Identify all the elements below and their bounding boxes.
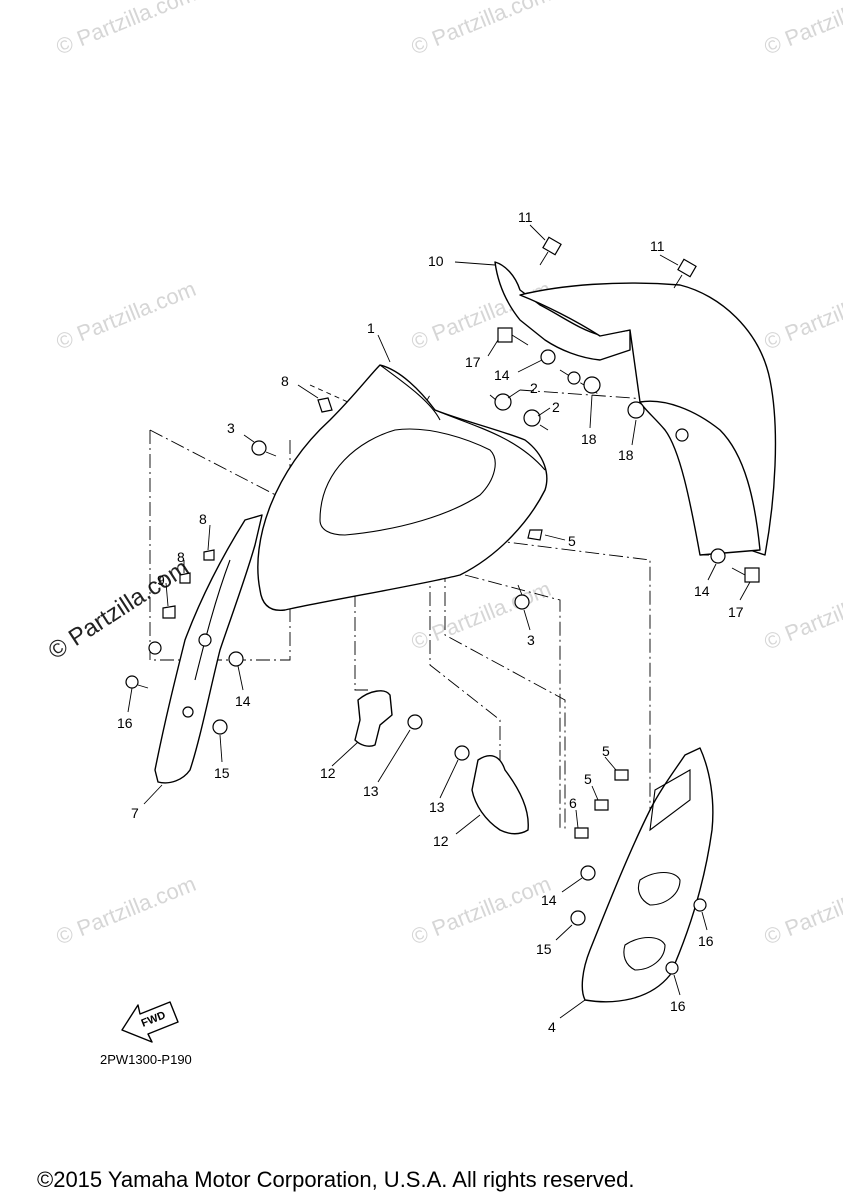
grommet-14d <box>228 651 244 667</box>
clip-8 <box>317 397 333 413</box>
callout-15b: 15 <box>536 941 552 957</box>
grommet-14e <box>580 865 596 881</box>
fwd-arrow: FWD <box>121 1001 179 1043</box>
callouts: 1 2 2 3 3 4 5 5 5 6 7 8 8 8 9 10 11 11 1… <box>117 209 744 1035</box>
diagram-code: 2PW1300-P190 <box>100 1052 192 1067</box>
callout-3: 3 <box>227 420 235 436</box>
copyright-text: ©2015 Yamaha Motor Corporation, U.S.A. A… <box>37 1167 634 1192</box>
watermark: © Partzilla.com <box>408 871 555 950</box>
watermark: © Partzilla.com <box>53 0 200 60</box>
callout-18b: 18 <box>618 447 634 463</box>
watermark: © Partzilla.com <box>408 0 555 60</box>
clip-8c <box>179 572 191 584</box>
fender-stay <box>494 261 777 556</box>
callout-7: 7 <box>131 805 139 821</box>
grommet-14c <box>710 548 726 564</box>
callout-2: 2 <box>530 380 538 396</box>
callout-11b: 11 <box>650 238 665 254</box>
callout-8c: 8 <box>177 549 185 565</box>
front-fender <box>257 364 548 612</box>
collar-15 <box>212 719 228 735</box>
bolt-16b <box>125 675 149 689</box>
bracket-parts <box>354 690 529 835</box>
bolt-2 <box>489 393 512 411</box>
callout-12: 12 <box>320 765 336 781</box>
callout-9: 9 <box>157 572 165 588</box>
callout-2b: 2 <box>552 399 560 415</box>
bolt-13 <box>407 714 423 730</box>
callout-13b: 13 <box>429 799 445 815</box>
callout-3b: 3 <box>527 632 535 648</box>
bolt-11 <box>539 236 562 266</box>
watermark: © Partzilla.com <box>761 0 843 60</box>
left-side-cover <box>154 514 263 784</box>
clip-8b <box>203 549 215 561</box>
watermark: © Partzilla.com <box>761 276 843 355</box>
right-side-cover <box>581 747 714 1003</box>
bolt-16c <box>693 898 707 912</box>
collar-14b <box>675 428 689 442</box>
clip-9 <box>162 605 176 619</box>
nut-18 <box>583 376 601 394</box>
bolt-3b <box>514 584 530 610</box>
callout-17: 17 <box>465 354 481 370</box>
clip-5 <box>527 529 543 541</box>
bolt-11b <box>673 258 697 289</box>
nut-18b <box>627 401 645 419</box>
callout-8: 8 <box>281 373 289 389</box>
callout-1: 1 <box>367 320 375 336</box>
callout-16c: 16 <box>670 998 686 1014</box>
callout-14c: 14 <box>694 583 710 599</box>
bolt-13b <box>454 745 470 761</box>
callout-18: 18 <box>581 431 597 447</box>
callout-10: 10 <box>428 253 444 269</box>
watermark: © Partzilla.com <box>761 871 843 950</box>
clip-6 <box>574 827 589 839</box>
collar-14 <box>567 371 581 385</box>
grommet-14 <box>540 349 556 365</box>
bolt-17b <box>731 567 760 583</box>
watermark: © Partzilla.com <box>53 276 200 355</box>
hardware <box>125 236 760 975</box>
bolt-3 <box>251 440 277 457</box>
callout-16: 16 <box>117 715 133 731</box>
bolt-2b <box>523 409 549 431</box>
callout-13: 13 <box>363 783 379 799</box>
watermark: © Partzilla.com <box>53 871 200 950</box>
callout-14: 14 <box>494 367 510 383</box>
collar-15b <box>570 910 586 926</box>
callout-5: 5 <box>568 533 576 549</box>
clip-5c <box>594 799 609 811</box>
callout-8b: 8 <box>199 511 207 527</box>
callout-12b: 12 <box>433 833 449 849</box>
callout-5c: 5 <box>584 771 592 787</box>
callout-11: 11 <box>518 209 533 225</box>
watermark: © Partzilla.com <box>761 576 843 655</box>
callout-16b: 16 <box>698 933 714 949</box>
bolt-16d <box>665 961 679 975</box>
callout-15: 15 <box>214 765 230 781</box>
callout-5b: 5 <box>602 743 610 759</box>
callout-17b: 17 <box>728 604 744 620</box>
leader-lines <box>127 224 751 1019</box>
callout-14b: 14 <box>235 693 251 709</box>
bolt-16a <box>148 641 162 655</box>
callout-14d: 14 <box>541 892 557 908</box>
callout-4: 4 <box>548 1019 556 1035</box>
callout-6: 6 <box>569 795 577 811</box>
clip-5b <box>614 769 629 781</box>
bolt-17 <box>497 327 529 346</box>
